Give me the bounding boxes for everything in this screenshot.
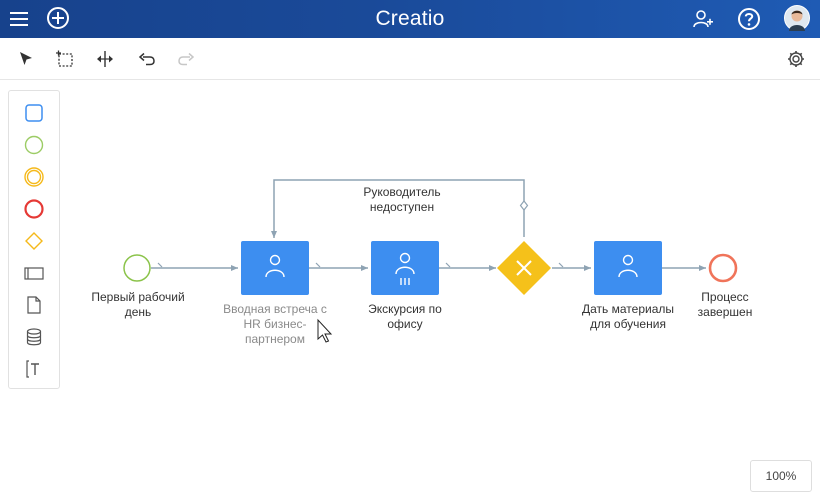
text-annotation-icon[interactable] [22,357,46,381]
brand-logo: Creatio [375,7,445,30]
data-store-icon[interactable] [22,325,46,349]
task-hr-meeting[interactable] [241,241,309,295]
flow-gateway-to-task3[interactable] [552,262,591,271]
space-tool-icon[interactable] [95,49,115,69]
shape-palette [8,90,60,389]
undo-icon[interactable] [137,49,157,69]
start-event-icon[interactable] [22,133,46,157]
end-event-label: Процесс завершен [697,290,753,319]
hamburger-menu-icon[interactable] [8,8,30,30]
user-task-icon [395,252,415,285]
select-tool-icon[interactable] [16,49,36,69]
diagram-svg [123,179,738,343]
plus-circle-icon[interactable] [46,6,70,30]
pool-icon[interactable] [22,261,46,285]
task-training-materials[interactable] [594,241,662,295]
intermediate-event-icon[interactable] [22,165,46,189]
start-event-label: Первый рабочий день [91,290,185,319]
user-task-icon [265,254,285,278]
mouse-cursor-icon [317,318,333,343]
flow-task1-to-task2[interactable] [309,262,368,271]
task-hr-meeting-label: Вводная встреча с HR бизнес-партнером [223,302,327,346]
task-shape-icon[interactable] [22,101,46,125]
flow-task2-to-gateway[interactable] [439,262,496,271]
user-avatar[interactable] [784,5,810,31]
end-event-icon[interactable] [22,197,46,221]
gateway-icon[interactable] [22,229,46,253]
help-icon[interactable] [737,7,761,31]
task-office-tour-label: Экскурсия по офису [368,302,442,331]
user-task-icon [618,254,638,278]
task-office-tour[interactable] [371,241,439,295]
diagram-toolbar [0,38,820,80]
start-event[interactable] [123,254,151,282]
lasso-tool-icon[interactable] [55,49,75,69]
gear-icon[interactable] [786,49,806,69]
zoom-level[interactable]: 100% [750,460,812,492]
flow-start-to-task1[interactable] [151,262,238,271]
end-event[interactable] [708,253,738,283]
diagram-canvas[interactable]: Первый рабочий день Вводная встреча с HR… [0,80,820,500]
task-training-materials-label: Дать материалы для обучения [582,302,674,331]
flow-gateway-loop-back[interactable] [271,179,529,238]
add-user-icon[interactable] [692,8,714,30]
top-bar: Creatio [0,0,820,38]
data-object-icon[interactable] [22,293,46,317]
redo-icon[interactable] [176,49,196,69]
exclusive-gateway[interactable] [497,241,551,295]
loop-flow-label: Руководитель недоступен [363,185,441,214]
